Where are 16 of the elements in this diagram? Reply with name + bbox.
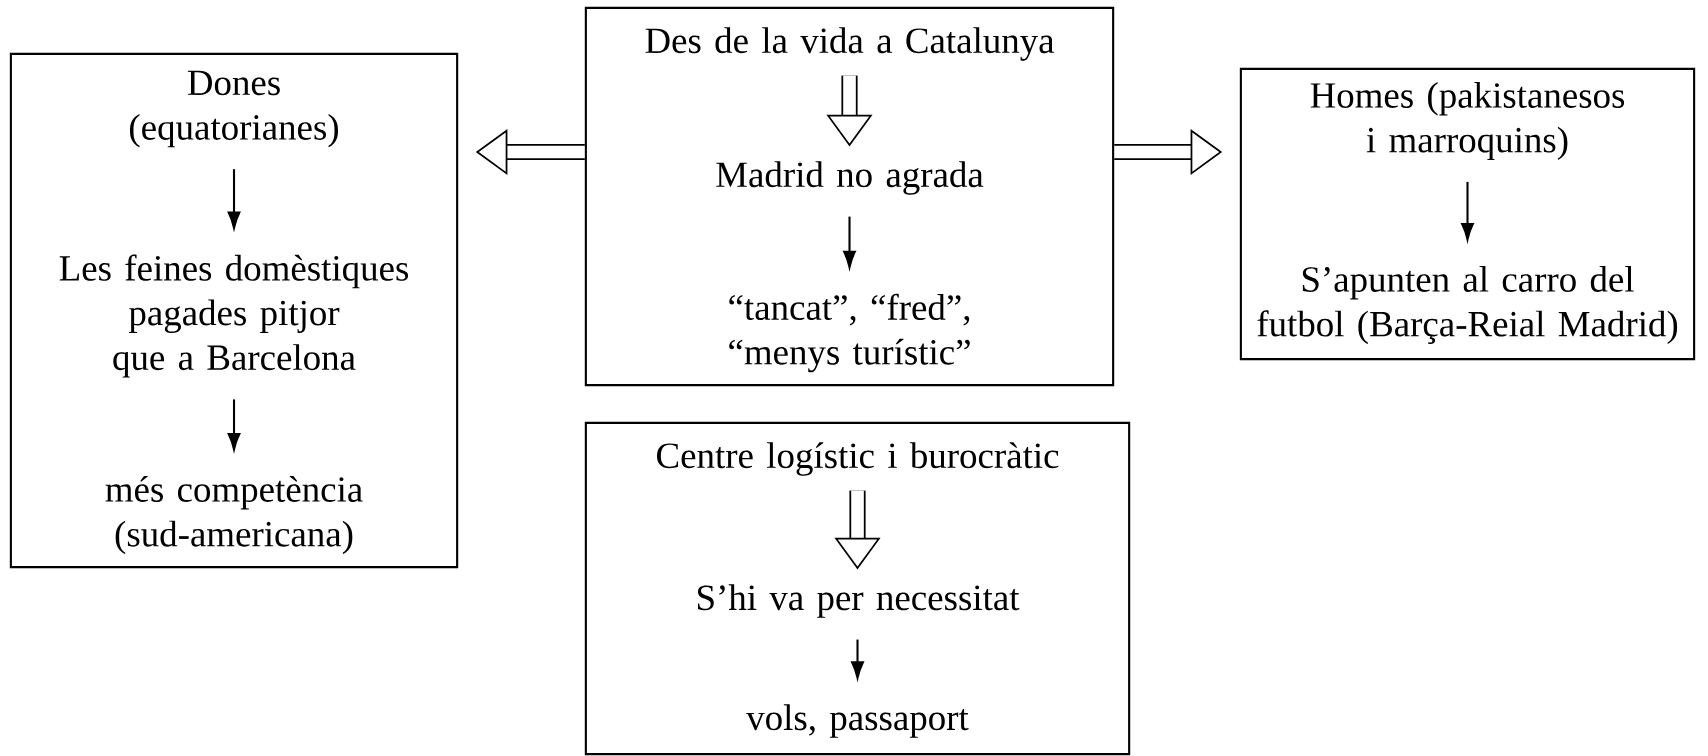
node-text: Dones (equatorianes) (130, 70, 338, 148)
node-text: Madrid no agrada (716, 161, 984, 195)
node-text: Des de la vida a Catalunya (645, 27, 1055, 61)
node-text: Les feines domèstiques pagades pitjor que a Barcelona (59, 254, 408, 378)
node-text: vols, passaport (746, 704, 969, 738)
group-box (584, 6, 1115, 387)
arrow (227, 399, 241, 451)
node-text: Homes (pakistanesos i marroquins) (1310, 81, 1625, 161)
node-text: S’apunten al carro del futbol (Barça-Reial Madrid) (1257, 265, 1678, 345)
node-text: S’hi va per necessitat (698, 584, 1020, 618)
node-text: “tancat”, “fred”, “menys turístic” (729, 293, 970, 373)
group-box (1239, 67, 1696, 361)
node-text: més competència (sud-americana) (105, 475, 363, 555)
node-text: Centre logístic i burocràtic (657, 442, 1059, 476)
group-box (9, 52, 459, 569)
group-box (584, 421, 1131, 756)
